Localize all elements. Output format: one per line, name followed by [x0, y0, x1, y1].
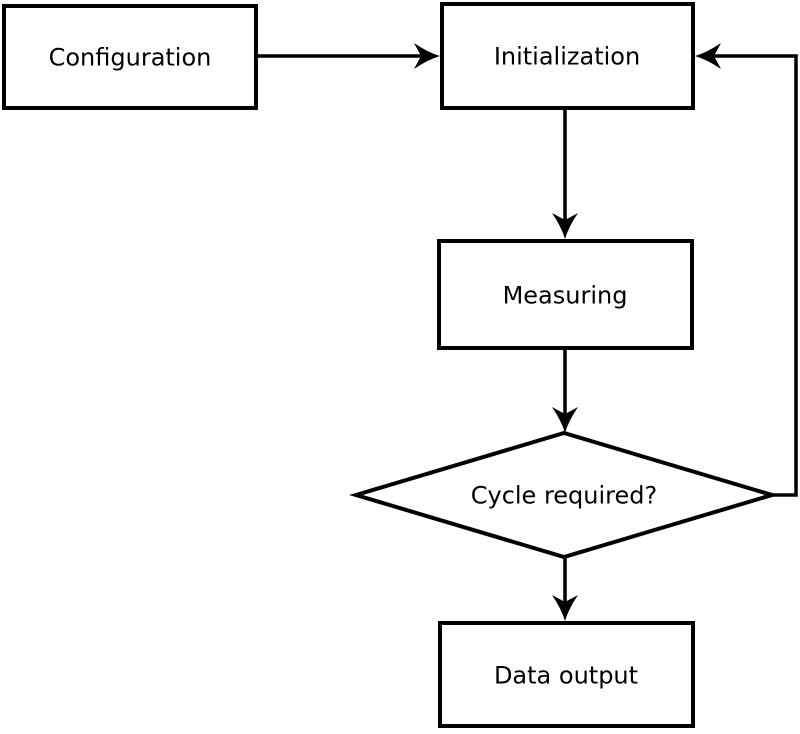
node-cycle-required: Cycle required?: [348, 430, 780, 560]
node-cycle-required-label: Cycle required?: [471, 481, 658, 509]
node-configuration-box: [2, 4, 258, 110]
edge-measuring-to-cycle-required: [552, 350, 578, 433]
arrowhead-down-icon: [552, 407, 578, 433]
node-measuring-label: Measuring: [503, 281, 628, 309]
arrowhead-down-icon: [552, 595, 578, 621]
arrowhead-right-icon: [414, 43, 440, 69]
node-initialization: Initialization: [440, 2, 695, 110]
node-cycle-required-diamond: [348, 430, 780, 560]
edge-line: [713, 54, 798, 497]
node-measuring-box: [437, 239, 694, 350]
edge-cycle-required-to-data-output: [552, 557, 578, 621]
node-data-output: Data output: [438, 621, 695, 728]
node-data-output-label: Data output: [494, 661, 638, 689]
node-initialization-box: [440, 2, 695, 110]
edge-initialization-to-measuring: [552, 110, 578, 239]
edge-configuration-to-initialization: [258, 43, 440, 69]
node-initialization-label: Initialization: [494, 42, 640, 70]
node-configuration: Configuration: [2, 4, 258, 110]
arrowhead-down-icon: [552, 213, 578, 239]
edge-cycle-required-to-initialization-feedback: [695, 43, 798, 497]
node-data-output-box: [438, 621, 695, 728]
node-configuration-label: Configuration: [49, 43, 212, 71]
arrowhead-left-icon: [695, 43, 721, 69]
node-measuring: Measuring: [437, 239, 694, 350]
